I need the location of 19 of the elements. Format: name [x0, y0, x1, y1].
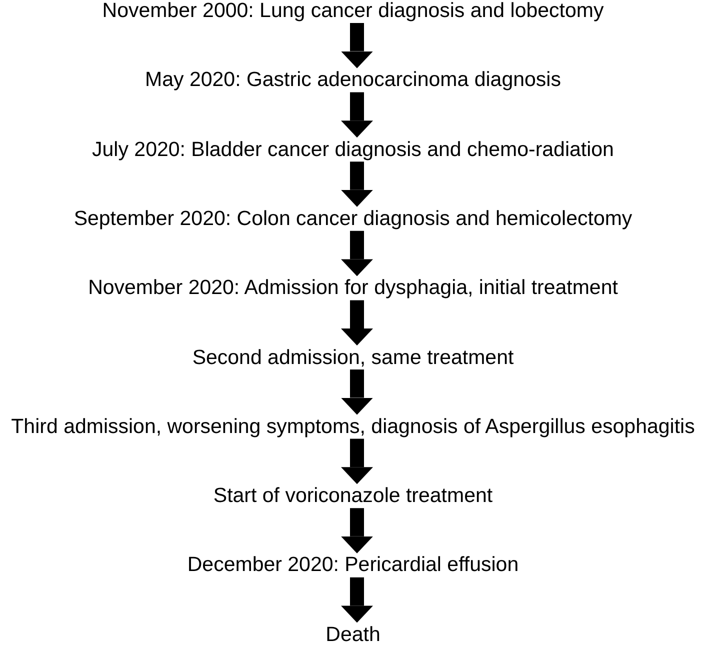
timeline-event-text: November 2020: Admission for dysphagia, initial treatment — [88, 276, 618, 300]
timeline-event-text: September 2020: Colon cancer diagnosis and hemicolectomy — [74, 206, 632, 231]
timeline-event-text: November 2000: Lung cancer diagnosis and lobectomy — [102, 0, 604, 23]
arrow — [341, 508, 373, 554]
arrow — [341, 230, 373, 276]
arrow — [341, 23, 373, 68]
arrow — [341, 370, 373, 415]
timeline-event-text: Second admission, same treatment — [192, 346, 514, 370]
timeline-event-text: July 2020: Bladder cancer diagnosis and chemo-radiation — [92, 138, 614, 162]
arrow — [341, 300, 373, 346]
arrow — [341, 162, 373, 207]
arrow — [341, 438, 373, 484]
timeline-event-text: Death — [326, 622, 380, 646]
arrow — [341, 577, 373, 623]
timeline-event-text: Third admission, worsening symptoms, diagnosis of Aspergillus esophagitis — [11, 414, 695, 439]
timeline-event-text: May 2020: Gastric adenocarcinoma diagnosis — [145, 68, 561, 92]
arrow — [341, 92, 373, 138]
timeline-event-text: Start of voriconazole treatment — [213, 484, 493, 508]
timeline-event-text: December 2020: Pericardial effusion — [187, 553, 519, 578]
